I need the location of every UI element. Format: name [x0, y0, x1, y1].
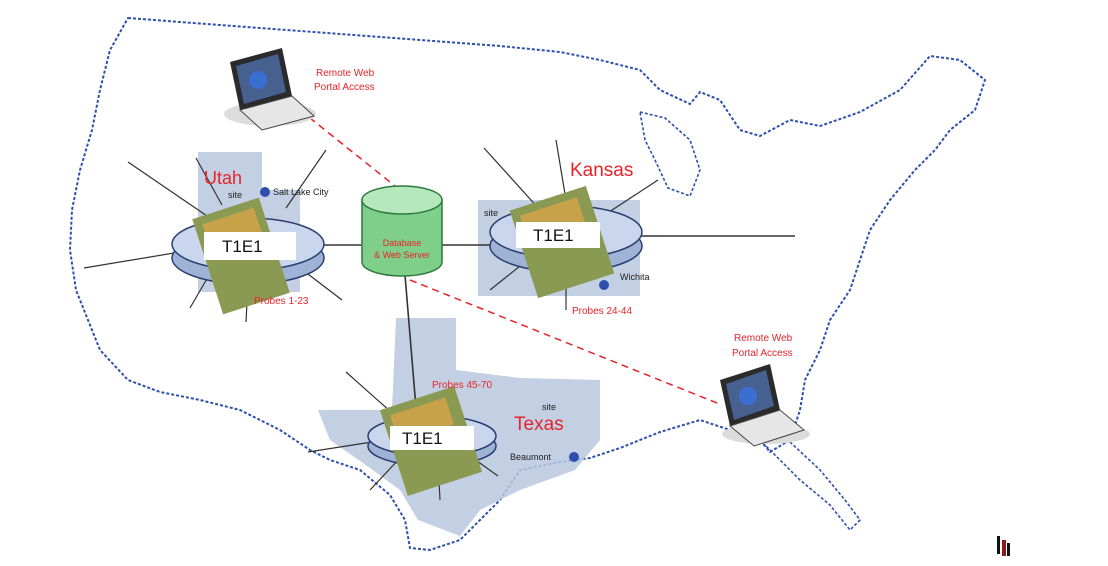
server-label-line1: Database	[383, 238, 422, 248]
state-label-utah: Utah	[204, 168, 242, 188]
city-label-beaumont: Beaumont	[510, 452, 552, 462]
site-label-kansas: site	[484, 208, 498, 218]
kansas-spokes	[483, 139, 659, 310]
probes-label-kansas: Probes 24-44	[572, 306, 632, 317]
laptop-icon	[224, 48, 316, 131]
remote-portal-top-line2: Portal Access	[314, 82, 375, 93]
site-label-texas: site	[542, 402, 556, 412]
texas-hub-label: T1E1	[402, 429, 443, 448]
texas-hub: T1E1	[367, 386, 497, 496]
utah-hub: T1E1	[171, 197, 325, 315]
remote-portal-top-line1: Remote Web	[316, 68, 375, 79]
remote-link-top	[299, 109, 401, 191]
remote-portal-bottom-line2: Portal Access	[732, 348, 793, 359]
city-label-wichita: Wichita	[620, 272, 650, 282]
city-dot-icon	[260, 187, 270, 197]
probes-label-texas: Probes 45-70	[432, 380, 492, 391]
database-cylinder-icon: Database & Web Server	[361, 185, 443, 277]
city-dot-icon	[599, 280, 609, 290]
state-label-texas: Texas	[514, 414, 564, 435]
great-lakes-outline	[638, 110, 701, 198]
laptop-icon	[720, 364, 810, 447]
utah-hub-label: T1E1	[222, 237, 263, 256]
server-label-line2: & Web Server	[374, 250, 430, 260]
kansas-hub-label: T1E1	[533, 226, 574, 245]
city-label-salt-lake: Salt Lake City	[273, 187, 329, 197]
state-label-kansas: Kansas	[570, 160, 633, 181]
kansas-hub: T1E1	[489, 185, 643, 299]
florida-outline	[757, 439, 862, 532]
site-label-utah: site	[228, 190, 242, 200]
corner-mark-icon	[997, 536, 1010, 556]
city-dot-icon	[569, 452, 579, 462]
probes-label-utah: Probes 1-23	[254, 296, 309, 307]
remote-link-bottom	[409, 279, 723, 406]
us-map-outline	[68, 16, 987, 552]
remote-portal-bottom-line1: Remote Web	[734, 333, 793, 344]
